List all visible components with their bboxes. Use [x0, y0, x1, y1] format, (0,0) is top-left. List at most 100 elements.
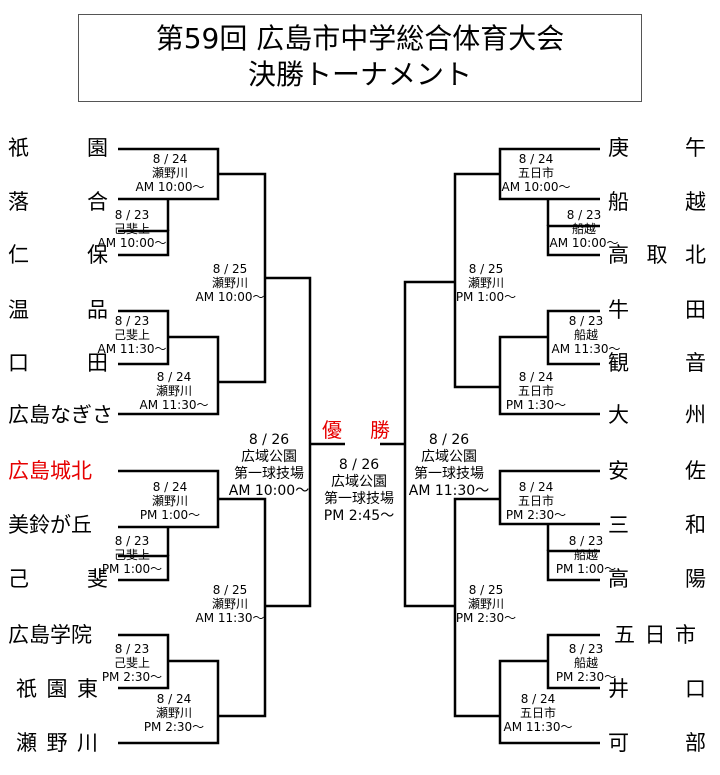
bracket-line — [265, 276, 312, 608]
match-info-l9: 8 / 23 己斐上 PM 2:30〜 — [92, 642, 172, 684]
match-time: PM 1:30〜 — [505, 398, 567, 412]
bracket-line — [546, 549, 600, 582]
team-right-11: 井口 — [608, 677, 706, 701]
match-time: AM 11:30〜 — [408, 483, 490, 499]
match-info-r2: 8 / 23 船越 AM 10:00〜 — [544, 208, 624, 250]
match-info-semi-left: 8 / 26 広域公園 第一球技場 AM 10:00〜 — [222, 432, 316, 500]
match-venue: 五日市 — [517, 166, 554, 180]
team-right-4: 牛田 — [608, 298, 706, 322]
team-left-9: 己斐 — [8, 567, 108, 591]
match-place: 第一球技場 — [414, 466, 484, 482]
team-right-3: 高取北 — [608, 243, 706, 267]
match-venue: 瀬野川 — [467, 597, 504, 611]
match-date: 8 / 23 — [114, 208, 150, 222]
team-left-7-highlight: 広島城北 — [8, 459, 92, 483]
match-date: 8 / 25 — [468, 262, 504, 276]
bracket-line — [118, 335, 220, 416]
match-venue: 船越 — [573, 656, 598, 670]
match-date: 8 / 23 — [114, 534, 150, 548]
match-info-r7: 8 / 23 船越 PM 1:00〜 — [546, 534, 626, 576]
team-left-12: 瀬野川 — [16, 731, 98, 755]
match-date: 8 / 24 — [156, 692, 192, 706]
match-info-r6: 8 / 24 五日市 PM 2:30〜 — [496, 480, 576, 522]
team-right-9: 高陽 — [608, 567, 706, 591]
team-right-12: 可部 — [608, 731, 706, 755]
bracket-line — [453, 172, 500, 389]
team-left-2: 落合 — [8, 190, 108, 214]
match-venue: 己斐上 — [113, 656, 150, 670]
team-left-5: 口田 — [8, 351, 108, 375]
match-venue: 広域公園 — [331, 474, 387, 490]
match-date: 8 / 25 — [468, 583, 504, 597]
match-venue: 瀬野川 — [151, 166, 188, 180]
match-venue: 己斐上 — [113, 328, 150, 342]
match-time: AM 10:00〜 — [135, 180, 205, 194]
match-date: 8 / 23 — [568, 314, 604, 328]
match-venue: 瀬野川 — [211, 276, 248, 290]
match-info-l5: 8 / 24 瀬野川 AM 11:30〜 — [134, 370, 214, 412]
title-box: 第59回 広島市中学総合体育大会 決勝トーナメント — [78, 14, 642, 102]
match-place: 第一球技場 — [234, 466, 304, 482]
match-info-l4: 8 / 23 己斐上 AM 11:30〜 — [92, 314, 172, 356]
team-left-8: 美鈴が丘 — [8, 513, 92, 537]
match-info-l10: 8 / 24 瀬野川 PM 2:30〜 — [134, 692, 214, 734]
bracket-line — [453, 497, 500, 718]
match-date: 8 / 26 — [338, 457, 380, 473]
match-time: PM 2:30〜 — [455, 611, 517, 625]
title-main: 第59回 広島市中学総合体育大会 — [155, 22, 565, 55]
match-venue: 船越 — [571, 222, 596, 236]
match-venue: 瀬野川 — [155, 706, 192, 720]
match-date: 8 / 24 — [518, 370, 554, 384]
match-info-l1: 8 / 24 瀬野川 AM 10:00〜 — [130, 152, 210, 194]
match-venue: 広域公園 — [241, 449, 297, 465]
match-time: AM 10:00〜 — [97, 236, 167, 250]
match-venue: 瀬野川 — [151, 494, 188, 508]
bracket-line — [118, 229, 170, 257]
champion-label: 優勝 — [322, 418, 418, 442]
bracket-line — [546, 224, 600, 257]
match-info-r1: 8 / 24 五日市 AM 10:00〜 — [496, 152, 576, 194]
match-venue: 広域公園 — [421, 449, 477, 465]
bracket-line — [498, 335, 600, 416]
match-date: 8 / 24 — [518, 480, 554, 494]
team-right-1: 庚午 — [608, 136, 706, 160]
team-left-11: 祇園東 — [16, 677, 98, 701]
match-date: 8 / 24 — [156, 370, 192, 384]
match-time: PM 2:30〜 — [143, 720, 205, 734]
match-info-r3: 8 / 25 瀬野川 PM 1:00〜 — [446, 262, 526, 304]
match-info-l3: 8 / 25 瀬野川 AM 10:00〜 — [190, 262, 270, 304]
match-time: AM 11:30〜 — [551, 342, 621, 356]
bracket-line — [118, 554, 170, 582]
match-time: PM 2:30〜 — [101, 670, 163, 684]
match-date: 8 / 24 — [520, 692, 556, 706]
match-date: 8 / 23 — [114, 642, 150, 656]
team-right-5: 観音 — [608, 351, 706, 375]
match-venue: 己斐上 — [113, 222, 150, 236]
match-info-l6: 8 / 24 瀬野川 PM 1:00〜 — [130, 480, 210, 522]
match-info-r9: 8 / 23 船越 PM 2:30〜 — [546, 642, 626, 684]
match-date: 8 / 25 — [212, 262, 248, 276]
match-time: AM 11:30〜 — [139, 398, 209, 412]
match-time: AM 11:30〜 — [97, 342, 167, 356]
match-info-r4: 8 / 23 船越 AM 11:30〜 — [546, 314, 626, 356]
team-right-7: 安佐 — [608, 459, 706, 483]
match-info-l8: 8 / 25 瀬野川 AM 11:30〜 — [190, 583, 270, 625]
team-left-6: 広島なぎさ — [8, 403, 113, 427]
match-time: PM 2:30〜 — [555, 670, 617, 684]
team-right-8: 三和 — [608, 513, 706, 537]
match-date: 8 / 24 — [152, 152, 188, 166]
match-date: 8 / 23 — [568, 642, 604, 656]
match-time: AM 11:30〜 — [503, 720, 573, 734]
match-info-l7: 8 / 23 己斐上 PM 1:00〜 — [92, 534, 172, 576]
match-time: PM 2:30〜 — [505, 508, 567, 522]
match-info-semi-right: 8 / 26 広域公園 第一球技場 AM 11:30〜 — [402, 432, 496, 500]
match-date: 8 / 24 — [152, 480, 188, 494]
match-time: PM 1:00〜 — [555, 562, 617, 576]
bracket-line — [118, 659, 220, 745]
team-left-3: 仁保 — [8, 243, 108, 267]
team-left-1: 祇園 — [8, 136, 108, 160]
match-date: 8 / 25 — [212, 583, 248, 597]
match-time: AM 11:30〜 — [195, 611, 265, 625]
match-info-final: 8 / 26 広域公園 第一球技場 PM 2:45〜 — [312, 457, 406, 525]
